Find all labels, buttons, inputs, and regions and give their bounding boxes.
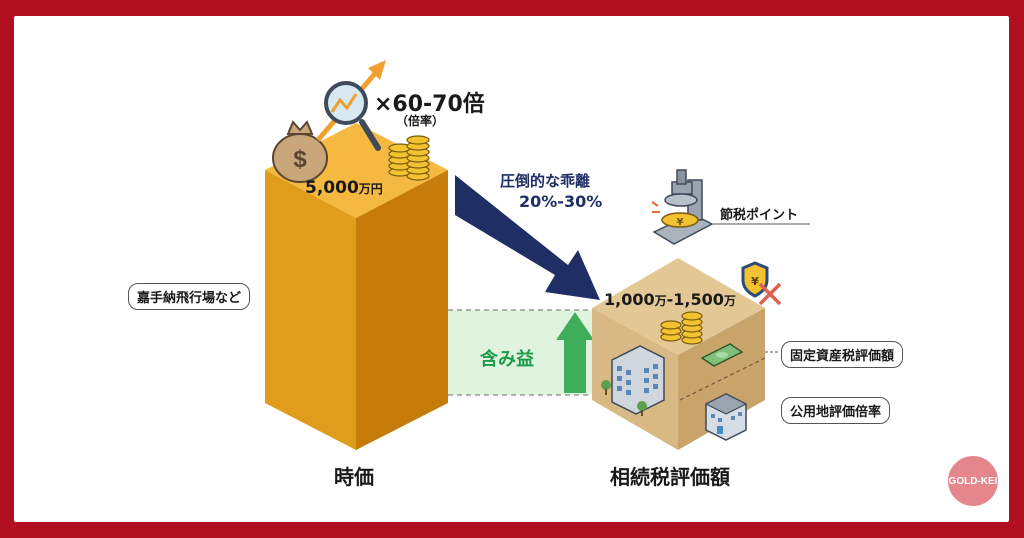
market-amount-number: 5,000 <box>305 178 359 198</box>
coin-stack-icon <box>660 311 703 345</box>
unrealized-gain-label: 含み益 <box>480 349 534 370</box>
inheritance-value-title: 相続税評価額 <box>610 465 730 489</box>
gap-heading-range: 20%-30% <box>519 192 603 211</box>
svg-text:$: $ <box>293 146 307 173</box>
cash-bill-icon <box>700 343 744 367</box>
market-amount-unit: 万円 <box>358 182 383 196</box>
amount-high: 1,500 <box>673 290 724 309</box>
gain-up-arrow-icon <box>556 312 594 393</box>
gold-kei-logo: GOLD-KEI <box>948 456 998 506</box>
svg-text:¥: ¥ <box>677 217 684 228</box>
callout-fixed-asset-tax: 固定資産税評価額 <box>781 341 904 368</box>
market-amount: 5,000万円 <box>305 178 383 198</box>
small-building-icon <box>704 393 748 441</box>
multiplier-label: ×60-70倍 <box>374 92 485 117</box>
unit-low: 万 <box>654 294 667 308</box>
amount-separator: - <box>666 290 674 309</box>
diagram-frame <box>14 16 1009 522</box>
press-yen-icon: ¥ <box>651 169 714 245</box>
money-bag-icon: $ <box>272 120 328 183</box>
unit-high: 万 <box>723 294 736 308</box>
multiplier-note: （倍率） <box>396 114 445 128</box>
market-value-title: 時価 <box>334 465 374 489</box>
cross-icon <box>758 282 782 306</box>
coin-stack-icon <box>388 135 430 181</box>
magnifier-chart-icon <box>324 81 381 151</box>
gap-heading: 圧倒的な乖離 <box>500 172 591 190</box>
market-callout: 嘉手納飛行場など <box>128 283 251 310</box>
tax-saving-callout: 節税ポイント <box>720 208 799 223</box>
office-building-icon <box>601 345 665 416</box>
svg-text:¥: ¥ <box>751 275 759 288</box>
shield-yen-icon: ¥ <box>741 261 769 298</box>
callout-public-land-multiplier: 公用地評価倍率 <box>781 397 891 424</box>
gap-arrow-icon <box>455 175 600 300</box>
amount-low: 1,000 <box>604 290 655 309</box>
inheritance-amount: 1,000万-1,500万 <box>604 290 736 309</box>
unrealized-gain-band <box>448 309 600 396</box>
